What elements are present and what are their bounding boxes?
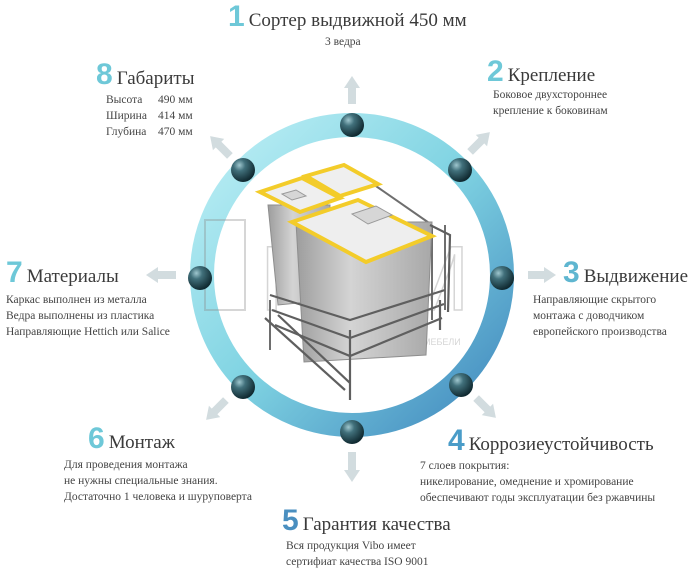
feature-title: Гарантия качества: [302, 514, 451, 535]
marker-ball: [188, 266, 212, 290]
feature-desc-line: Ведра выполнены из пластика: [6, 310, 155, 322]
feature-6-desc: Для проведения монтажа не нужны специаль…: [64, 457, 252, 505]
feature-desc-line: Достаточно 1 человека и шуруповерта: [64, 491, 252, 503]
feature-number: 7: [6, 256, 23, 289]
feature-number: 3: [563, 256, 580, 289]
dimension-label: Высота: [106, 94, 143, 106]
marker-ball: [448, 158, 472, 182]
arrow-up-right-icon: [467, 132, 490, 155]
arrow-up-icon: [344, 76, 360, 104]
arrow-up-left-icon: [210, 136, 233, 159]
arrow-down-right-icon: [473, 395, 496, 418]
dimension-value: 414 мм: [158, 110, 193, 122]
feature-title: Габариты: [116, 68, 195, 89]
feature-title: Крепление: [507, 65, 596, 86]
marker-ball: [490, 266, 514, 290]
feature-desc-line: европейского производства: [533, 326, 667, 338]
sorter-product-image: [254, 162, 452, 400]
feature-desc-line: Для проведения монтажа: [64, 459, 188, 471]
feature-number: 6: [88, 422, 105, 455]
marker-ball: [449, 373, 473, 397]
feature-desc-line: никелирование, омеднение и хромирование: [420, 476, 634, 488]
feature-desc-line: сертифиат качества ISO 9001: [286, 556, 429, 568]
feature-8: 8 Габариты Высота 490 мм Ширина 414 мм Глу…: [96, 60, 194, 140]
feature-desc-line: Направляющие скрытого: [533, 294, 657, 306]
dimension-value: 490 мм: [158, 94, 193, 106]
dimension-row: Глубина 470 мм: [106, 124, 194, 140]
feature-1: 1 Сортер выдвижной 450 мм 3 ведра: [228, 2, 467, 50]
arrow-down-icon: [344, 452, 360, 482]
feature-desc-line: обеспечивают годы эксплуатации без ржавч…: [420, 492, 656, 504]
feature-title: Материалы: [26, 266, 119, 287]
feature-title: Выдвижение: [583, 266, 689, 287]
dimension-label: Глубина: [106, 126, 147, 138]
dimension-label: Ширина: [106, 110, 147, 122]
arrows: [146, 76, 556, 482]
marker-ball: [340, 113, 364, 137]
feature-desc-line: не нужны специальные знания.: [64, 475, 218, 487]
feature-desc-line: Каркас выполнен из металла: [6, 294, 147, 306]
feature-desc-line: Вся продукция Vibo имеет: [286, 540, 416, 552]
feature-number: 4: [448, 424, 465, 457]
feature-4: 4 Коррозиеустойчивость: [448, 426, 654, 456]
marker-ball: [231, 158, 255, 182]
feature-number: 2: [487, 55, 504, 88]
feature-desc-line: 7 слоев покрытия:: [420, 460, 510, 472]
feature-3: 3 Выдвижение: [563, 258, 688, 288]
feature-number: 5: [282, 504, 299, 537]
feature-number: 8: [96, 58, 113, 91]
arrow-right-icon: [528, 267, 556, 283]
feature-desc-line: Боковое двухстороннее: [493, 89, 608, 101]
dimension-value: 470 мм: [158, 126, 193, 138]
arrow-left-icon: [146, 267, 176, 283]
feature-desc-line: 3 ведра: [325, 36, 361, 48]
feature-desc-line: Направляющие Hettich или Salice: [6, 326, 170, 338]
feature-6: 6 Монтаж: [88, 424, 175, 454]
marker-ball: [231, 375, 255, 399]
marker-ball: [340, 420, 364, 444]
feature-number: 1: [228, 0, 245, 33]
dimension-row: Ширина 414 мм: [106, 108, 194, 124]
feature-title: Коррозиеустойчивость: [468, 434, 654, 455]
feature-desc-line: крепление к боковинам: [493, 105, 608, 117]
feature-7: 7 Материалы Каркас выполнен из металла В…: [6, 258, 170, 340]
dimensions-list: Высота 490 мм Ширина 414 мм Глубина 470 мм: [106, 92, 194, 140]
feature-title: Монтаж: [108, 432, 175, 453]
arrow-down-left-icon: [206, 397, 229, 420]
feature-title: Сортер выдвижной 450 мм: [248, 10, 467, 31]
feature-2: 2 Крепление Боковое двухстороннее крепле…: [487, 57, 608, 119]
feature-desc-line: монтажа с доводчиком: [533, 310, 645, 322]
feature-5: 5 Гарантия качества Вся продукция Vibo и…: [282, 506, 451, 570]
feature-3-desc: Направляющие скрытого монтажа с доводчик…: [533, 292, 667, 340]
ring-markers: [188, 113, 514, 444]
dimension-row: Высота 490 мм: [106, 92, 194, 108]
feature-4-desc: 7 слоев покрытия: никелирование, омеднен…: [420, 458, 655, 506]
